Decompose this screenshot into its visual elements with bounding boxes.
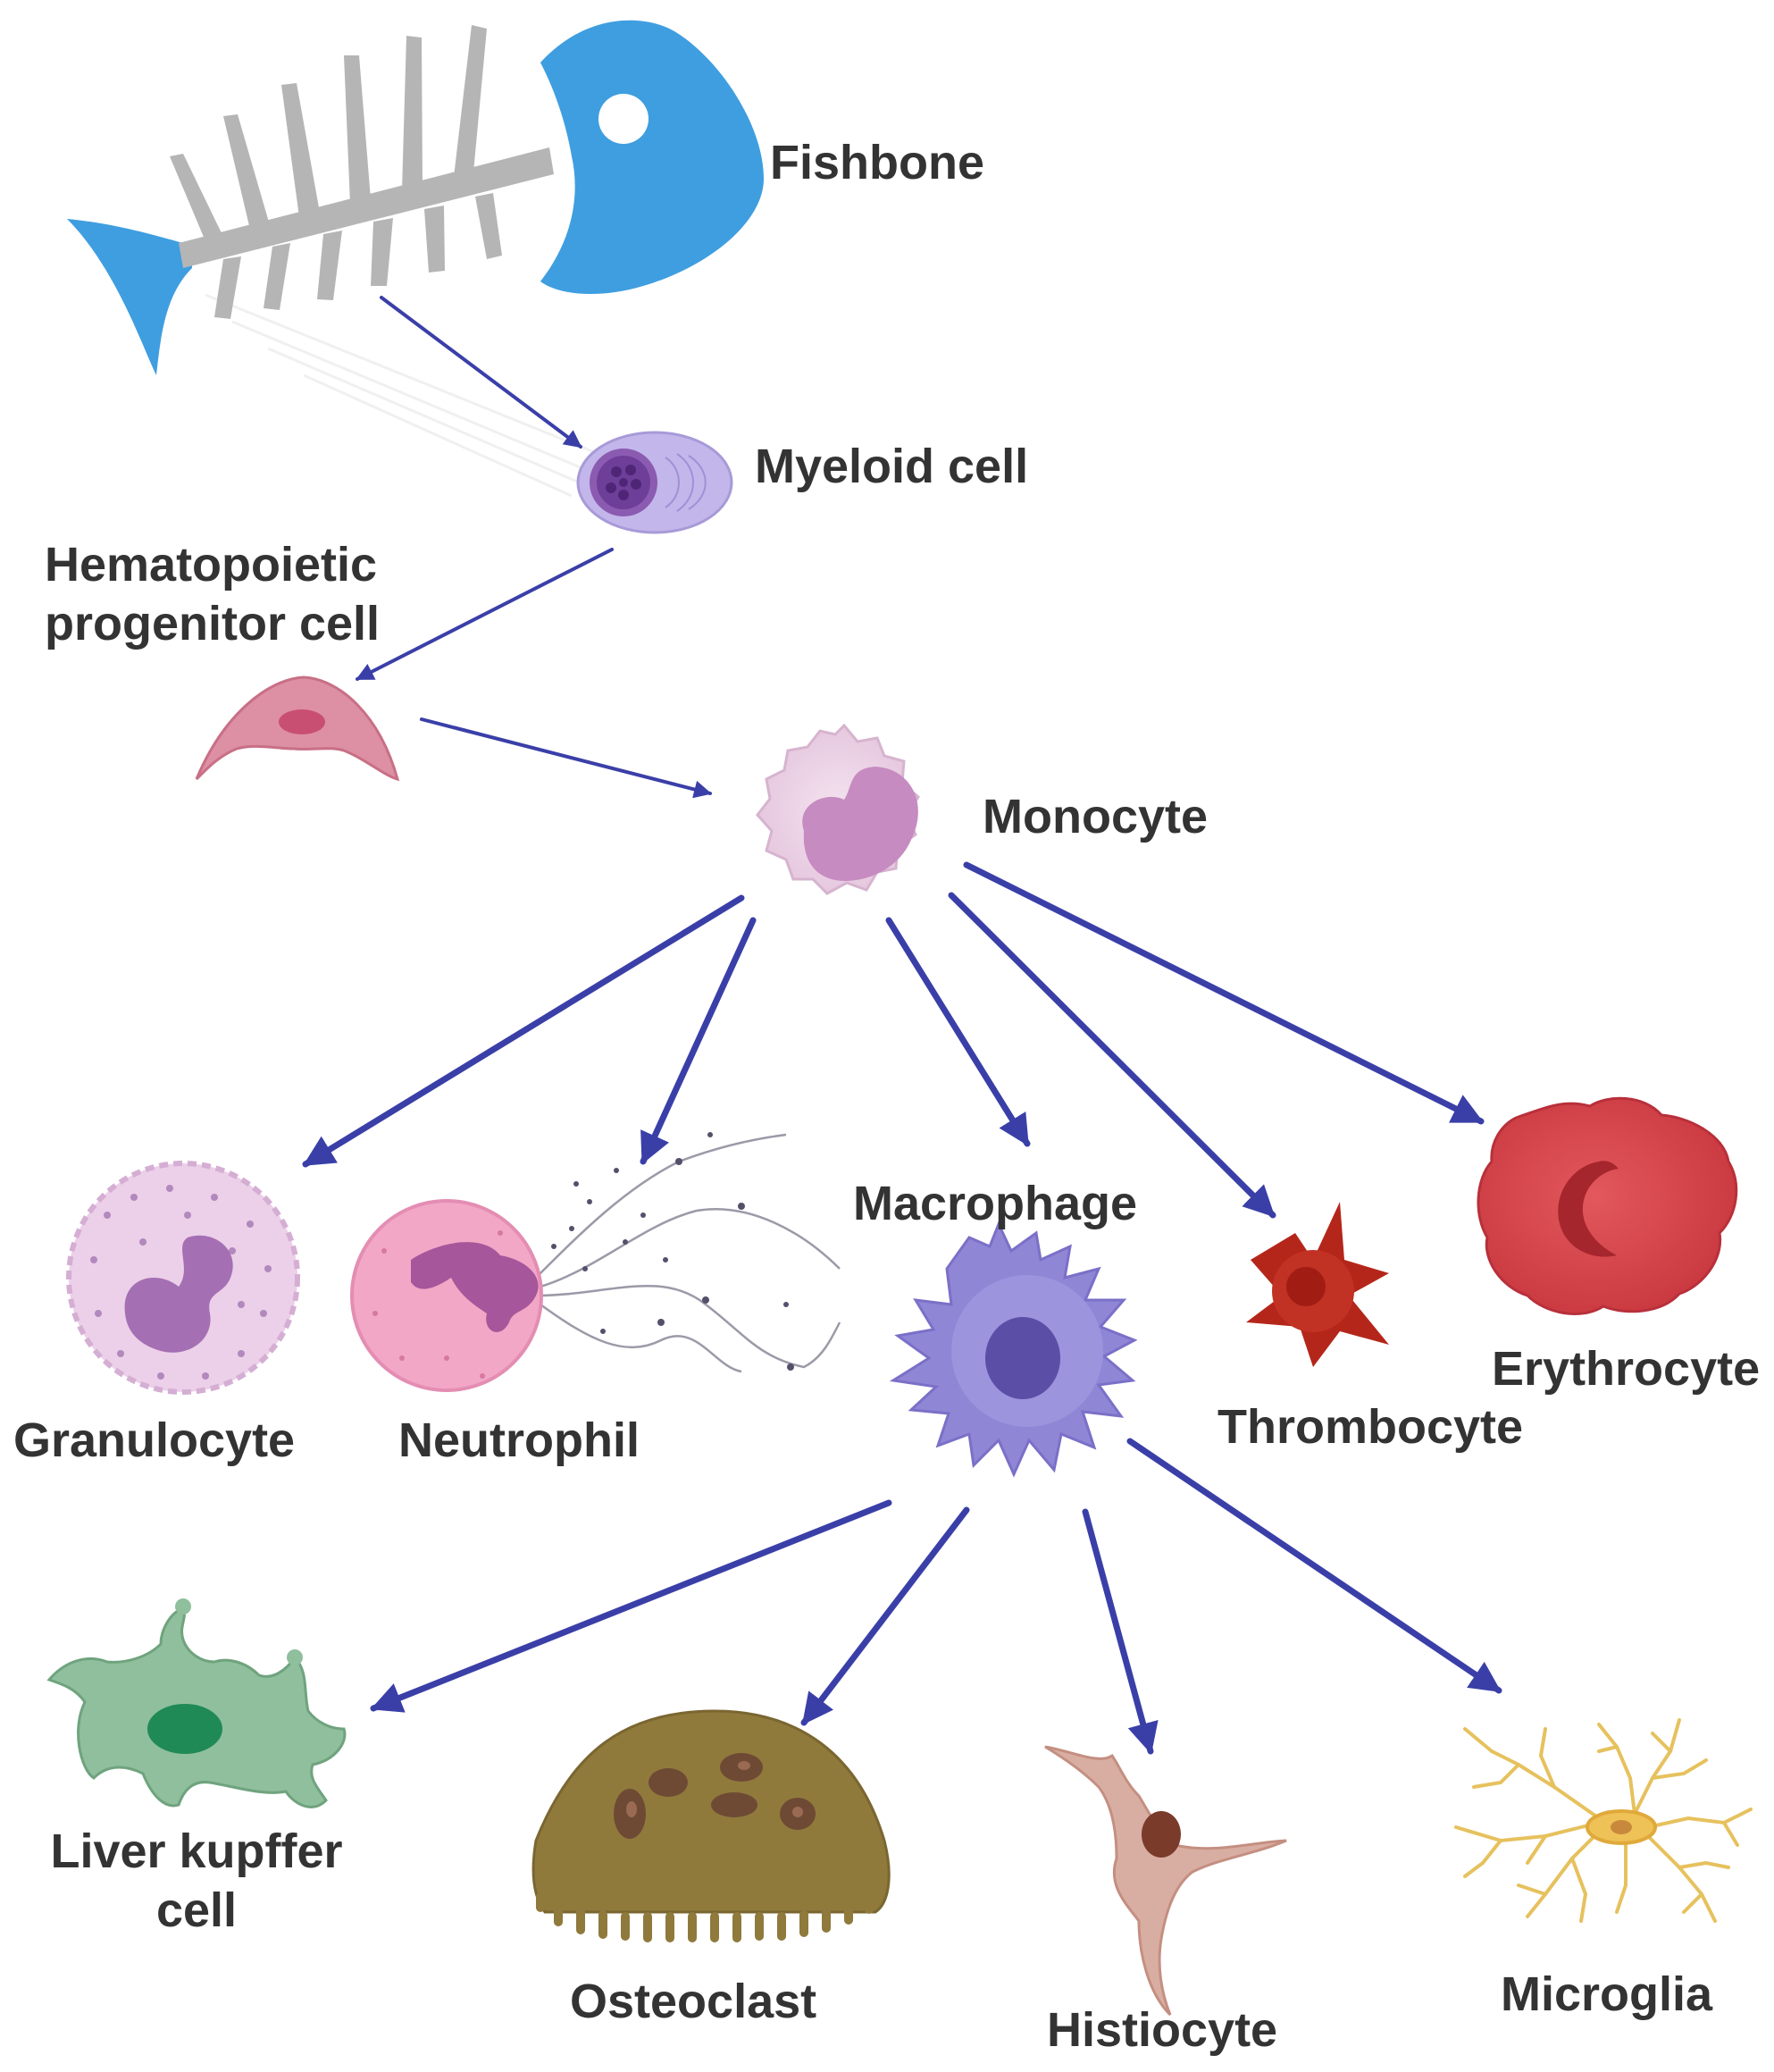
arrow-monocyte-to-granulocyte — [302, 894, 745, 1168]
erythrocyte-icon — [1477, 1096, 1738, 1315]
arrow-monocyte-to-neutrophil — [640, 917, 757, 1165]
label-histiocyte: Histiocyte — [1047, 2003, 1278, 2057]
label-monocyte: Monocyte — [983, 790, 1209, 843]
macrophage-icon — [889, 1221, 1138, 1478]
label-osteoclast: Osteoclast — [570, 1975, 817, 2028]
arrow-monocyte-to-macrophage — [885, 917, 1031, 1147]
label-hematopoietic-line1: Hematopoietic — [45, 538, 378, 591]
arrow-myeloid-to-progenitor — [356, 548, 614, 681]
arrows — [302, 296, 1502, 1755]
osteoclast-icon — [531, 1709, 891, 1942]
thrombocyte-icon — [1246, 1202, 1389, 1367]
granulocyte-icon — [66, 1161, 300, 1395]
arrow-monocyte-to-erythrocyte — [963, 861, 1485, 1125]
histiocyte-icon — [1044, 1745, 1287, 2017]
myeloid-cell-icon — [576, 431, 733, 534]
arrow-progenitor-to-monocyte — [420, 717, 712, 799]
label-thrombocyte: Thrombocyte — [1218, 1400, 1524, 1454]
label-kupffer-line1: Liver kupffer — [50, 1825, 343, 1878]
neutrophil-icon — [350, 1132, 841, 1392]
label-myeloid-cell: Myeloid cell — [755, 440, 1029, 493]
label-hematopoietic-line2: progenitor cell — [45, 596, 381, 650]
label-fishbone: Fishbone — [770, 136, 984, 189]
arrow-macrophage-to-histiocyte — [1082, 1508, 1159, 1755]
arrow-macrophage-to-osteoclast — [800, 1506, 970, 1726]
label-liver-kupffer-cell: Liver kupffer cell — [36, 1823, 357, 1941]
microglia-icon — [1454, 1718, 1753, 1923]
monocyte-icon — [756, 723, 920, 895]
arrow-macrophage-to-kupffer — [370, 1499, 892, 1713]
fishbone-icon — [67, 20, 764, 498]
label-macrophage: Macrophage — [853, 1177, 1138, 1230]
progenitor-cell-icon — [195, 675, 400, 782]
label-hematopoietic-progenitor: Hematopoietic progenitor cell — [45, 536, 380, 654]
label-erythrocyte: Erythrocyte — [1492, 1342, 1761, 1396]
label-kupffer-line2: cell — [155, 1883, 238, 1937]
label-microglia: Microglia — [1501, 1967, 1713, 2021]
kupffer-cell-icon — [46, 1598, 347, 1808]
arrow-fishbone-to-myeloid — [380, 296, 582, 449]
label-neutrophil: Neutrophil — [398, 1413, 640, 1467]
arrow-macrophage-to-microglia — [1126, 1438, 1502, 1694]
arrow-monocyte-to-thrombocyte — [948, 892, 1276, 1219]
label-granulocyte: Granulocyte — [13, 1413, 296, 1467]
